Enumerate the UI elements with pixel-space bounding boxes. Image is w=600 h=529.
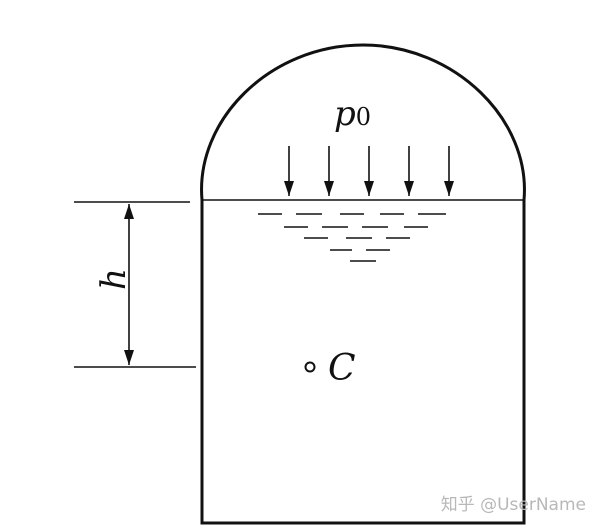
pressure-label: p0 [334,94,371,134]
tank-dome [200,43,526,201]
pressure-arrows [284,146,454,196]
water-hatch [258,213,446,262]
watermark-text: 知乎 @UserName [441,495,586,515]
height-label: h [94,268,134,290]
tank-body [200,200,526,525]
point-label: C [328,348,356,389]
point-c-marker [304,361,316,373]
